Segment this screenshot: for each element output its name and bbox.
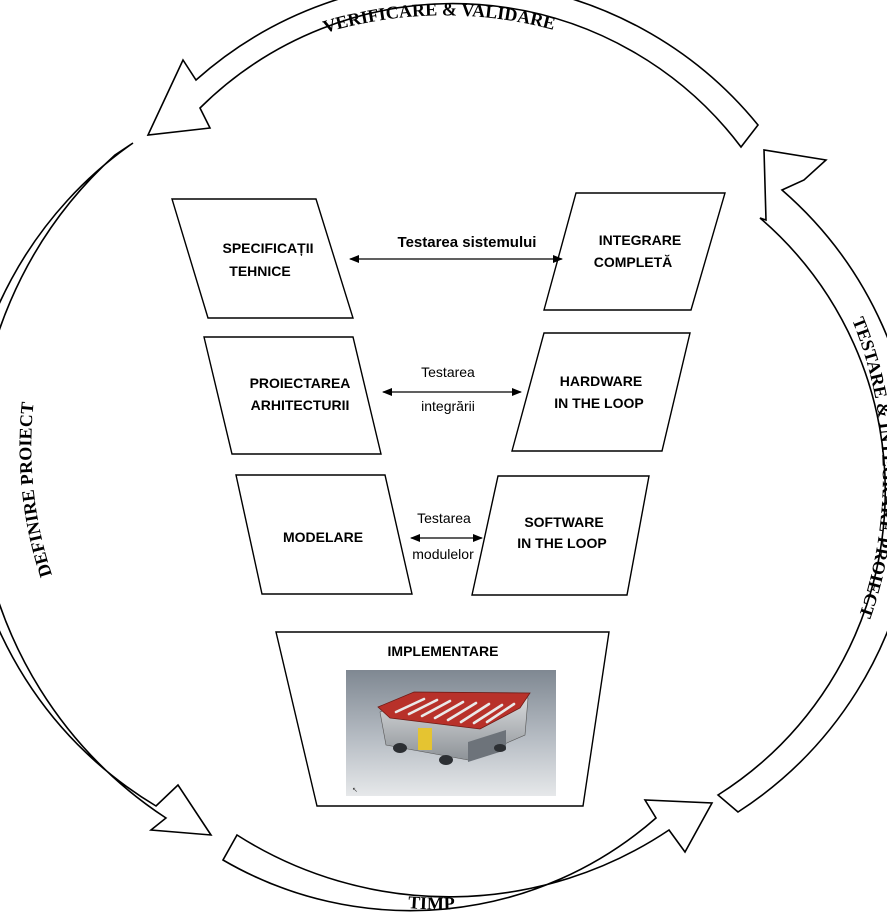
cycle-arrow-left — [0, 142, 213, 836]
svg-text:↖: ↖ — [352, 786, 358, 794]
module-test-line2: modulelor — [412, 546, 474, 562]
connector-integration-test: Testarea integrării — [382, 364, 522, 414]
specificatii-line2: TEHNICE — [229, 263, 290, 279]
sil-line2: IN THE LOOP — [517, 535, 606, 551]
cycle-arrow-top — [146, 0, 760, 149]
cycle-arrow-bottom — [221, 799, 714, 912]
modelare-label: MODELARE — [283, 529, 363, 545]
cycle-label-bottom: TIMP — [408, 892, 455, 913]
system-test-label: Testarea sistemului — [398, 234, 537, 251]
module-test-line1: Testarea — [417, 510, 471, 526]
box-specificatii-tehnice: SPECIFICAȚII TEHNICE — [171, 198, 354, 319]
specificatii-line1: SPECIFICAȚII — [222, 240, 313, 256]
integration-test-line1: Testarea — [421, 364, 475, 380]
box-software-in-the-loop: SOFTWARE IN THE LOOP — [471, 475, 650, 596]
box-integrare-completa: INTEGRARE COMPLETĂ — [543, 192, 726, 311]
proiectarea-line2: ARHITECTURII — [251, 397, 350, 413]
box-proiectarea-arhitecturii: PROIECTAREA ARHITECTURII — [203, 336, 382, 455]
hil-line2: IN THE LOOP — [554, 395, 643, 411]
connector-module-test: Testarea modulelor — [410, 510, 483, 562]
box-modelare: MODELARE — [235, 474, 413, 595]
proiectarea-line1: PROIECTAREA — [250, 375, 351, 391]
integrare-line2: COMPLETĂ — [594, 254, 673, 270]
box-implementare: IMPLEMENTARE — [275, 631, 610, 807]
sil-line1: SOFTWARE — [524, 514, 603, 530]
cycle-arrow-right — [716, 149, 887, 813]
hil-line1: HARDWARE — [560, 373, 642, 389]
connector-system-test: Testarea sistemului — [349, 234, 563, 263]
box-hardware-in-the-loop: HARDWARE IN THE LOOP — [511, 332, 691, 452]
integrare-line1: INTEGRARE — [599, 232, 681, 248]
implementare-title: IMPLEMENTARE — [388, 643, 499, 659]
vehicle-render-image: ↖ — [346, 670, 556, 796]
cycle-label-left: DEFINIRE PROIECT — [15, 401, 56, 580]
cycle-label-right: TESTARE & INTEGRARE PROIECT — [848, 314, 887, 621]
integration-test-line2: integrării — [421, 398, 475, 414]
